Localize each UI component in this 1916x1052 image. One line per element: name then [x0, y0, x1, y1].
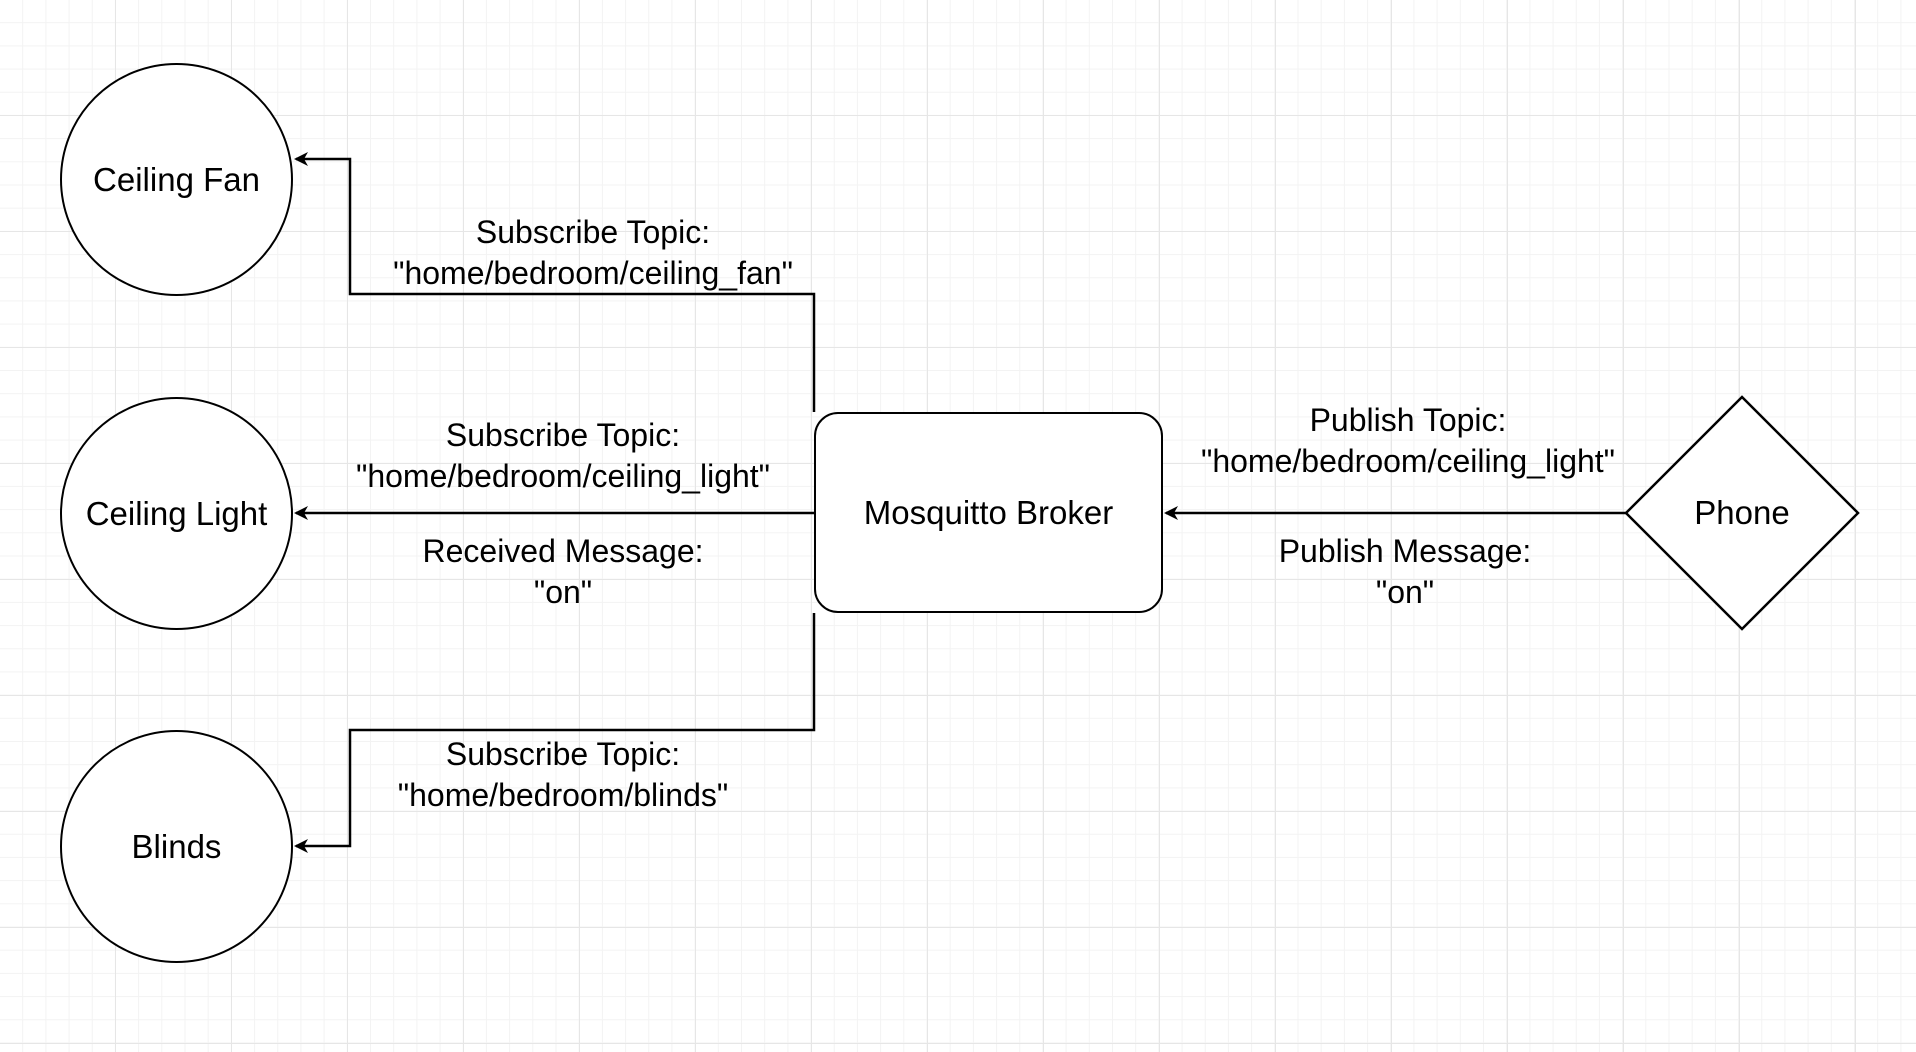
ceiling-light-node[interactable]: Ceiling Light [60, 397, 293, 630]
edge-label-ceiling-light-line2: "home/bedroom/ceiling_light" [355, 458, 771, 494]
ceiling-light-label: Ceiling Light [85, 494, 268, 532]
phone-node[interactable]: Phone [1626, 397, 1858, 629]
edge-label-received-message-line1: Received Message: [422, 533, 704, 569]
edge-label-received-message: Received Message: "on" [422, 531, 703, 613]
edge-label-ceiling-light-line1: Subscribe Topic: [445, 417, 681, 453]
edge-label-publish-topic: Publish Topic: "home/bedroom/ceiling_lig… [1201, 400, 1615, 482]
edge-label-publish-message-line2: "on" [1375, 574, 1435, 610]
edge-label-received-message-line2: "on" [533, 574, 593, 610]
ceiling-fan-label: Ceiling Fan [93, 160, 260, 198]
edge-label-publish-message-line1: Publish Message: [1278, 533, 1532, 569]
phone-label: Phone [1694, 494, 1790, 531]
edge-label-blinds-line2: "home/bedroom/blinds" [397, 777, 729, 813]
phone-diamond-shape [1624, 395, 1860, 631]
edge-label-ceiling-fan-line1: Subscribe Topic: [475, 214, 711, 250]
mosquitto-broker-node[interactable]: Mosquitto Broker [814, 412, 1163, 613]
edge-label-publish-topic-line1: Publish Topic: [1309, 402, 1507, 438]
edge-label-ceiling-fan: Subscribe Topic: "home/bedroom/ceiling_f… [393, 212, 793, 294]
blinds-node[interactable]: Blinds [60, 730, 293, 963]
edge-label-ceiling-fan-line2: "home/bedroom/ceiling_fan" [393, 255, 793, 291]
mosquitto-broker-label: Mosquitto Broker [863, 493, 1114, 531]
edge-label-blinds-line1: Subscribe Topic: [445, 736, 681, 772]
edge-broker-to-ceiling-fan [294, 152, 816, 412]
blinds-label: Blinds [131, 827, 222, 865]
edge-label-ceiling-light: Subscribe Topic: "home/bedroom/ceiling_l… [356, 415, 770, 497]
ceiling-fan-node[interactable]: Ceiling Fan [60, 63, 293, 296]
edge-label-publish-message: Publish Message: "on" [1279, 531, 1532, 613]
edge-broker-to-blinds [294, 613, 816, 853]
edge-label-blinds: Subscribe Topic: "home/bedroom/blinds" [398, 734, 728, 816]
edge-label-publish-topic-line2: "home/bedroom/ceiling_light" [1200, 443, 1616, 479]
